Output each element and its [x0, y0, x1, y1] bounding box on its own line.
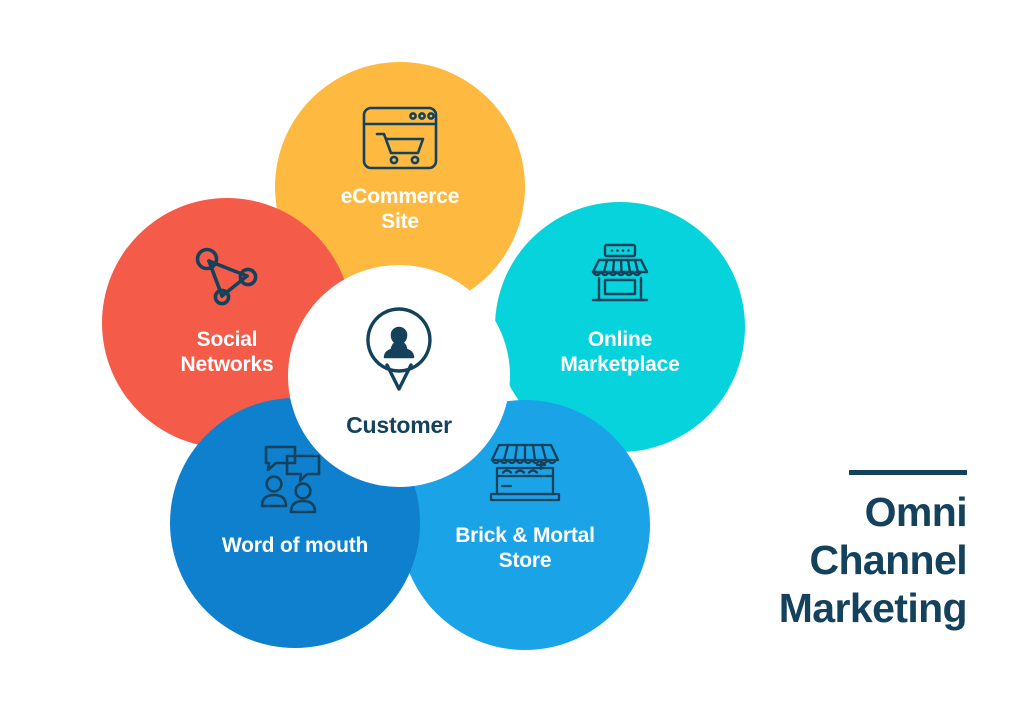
petal-label: eCommerce Site	[340, 185, 460, 233]
petal-label: Social Networks	[180, 328, 274, 376]
title-block: Omni Channel Marketing	[637, 470, 968, 633]
people-speech-bubbles-icon	[257, 442, 333, 514]
petal-label: Brick & Mortal Store	[455, 524, 595, 572]
center-hub-customer[interactable]: Customer	[288, 265, 510, 487]
network-nodes-icon	[192, 246, 262, 310]
storefront-icon	[483, 438, 567, 508]
page-title: Omni Channel Marketing	[778, 489, 968, 631]
browser-cart-icon	[361, 105, 439, 171]
petal-label: Online Marketplace	[560, 328, 680, 376]
market-stall-icon	[583, 242, 657, 312]
petal-label: Word of mouth	[221, 534, 369, 557]
customer-pin-icon	[361, 305, 437, 398]
title-rule	[849, 470, 967, 475]
omnichannel-petal-diagram: Online Marketplace eCommerce Site	[90, 50, 745, 670]
hub-label: Customer	[346, 412, 452, 438]
